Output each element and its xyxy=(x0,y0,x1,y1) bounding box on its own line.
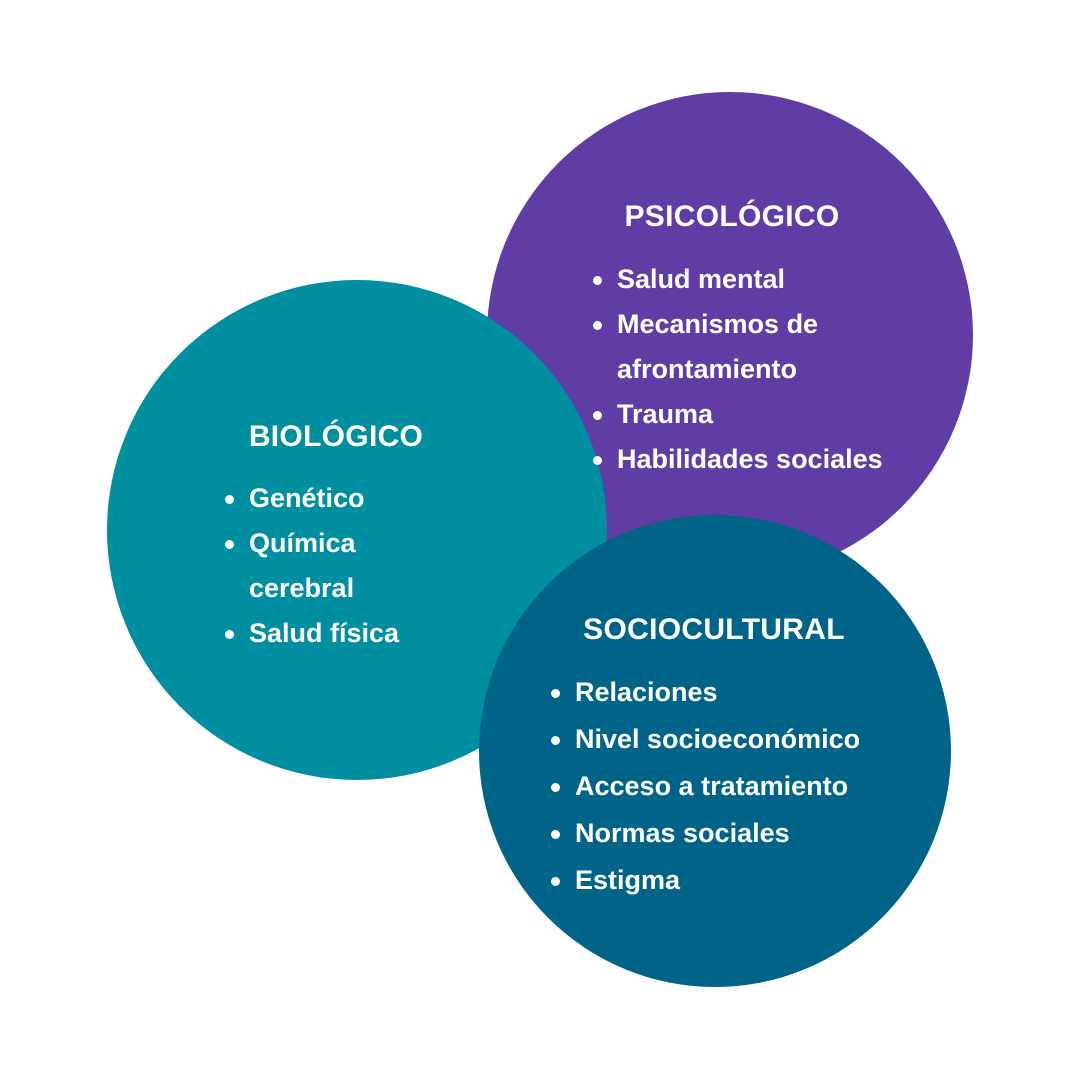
list-item: Habilidades sociales xyxy=(593,437,883,482)
list-item: Relaciones xyxy=(550,669,860,716)
list-item-continuation: afrontamiento xyxy=(617,354,798,384)
sociocultural-list: Relaciones Nivel socioeconómico Acceso a… xyxy=(550,669,860,904)
list-item: Genético xyxy=(224,476,399,521)
psicologico-title: PSICOLÓGICO xyxy=(624,200,840,233)
biologico-list: Genético Química cerebral Salud física xyxy=(224,476,399,656)
list-item: Estigma xyxy=(550,857,860,904)
list-item: Normas sociales xyxy=(550,810,860,857)
list-item: Salud física xyxy=(224,611,399,656)
biologico-title: BIOLÓGICO xyxy=(248,420,424,453)
list-item: Trauma xyxy=(593,392,883,437)
list-item: Salud mental xyxy=(593,257,883,302)
sociocultural-title: SOCIOCULTURAL xyxy=(583,613,845,646)
list-item: Acceso a tratamiento xyxy=(550,763,860,810)
list-item: Química xyxy=(224,521,399,566)
sociocultural-circle xyxy=(479,515,951,987)
psicologico-list: Salud mental Mecanismos de afrontamiento… xyxy=(593,257,883,482)
list-item-continuation: cerebral xyxy=(249,573,355,603)
list-item: Nivel socioeconómico xyxy=(550,716,860,763)
list-item: Mecanismos de xyxy=(593,302,883,347)
